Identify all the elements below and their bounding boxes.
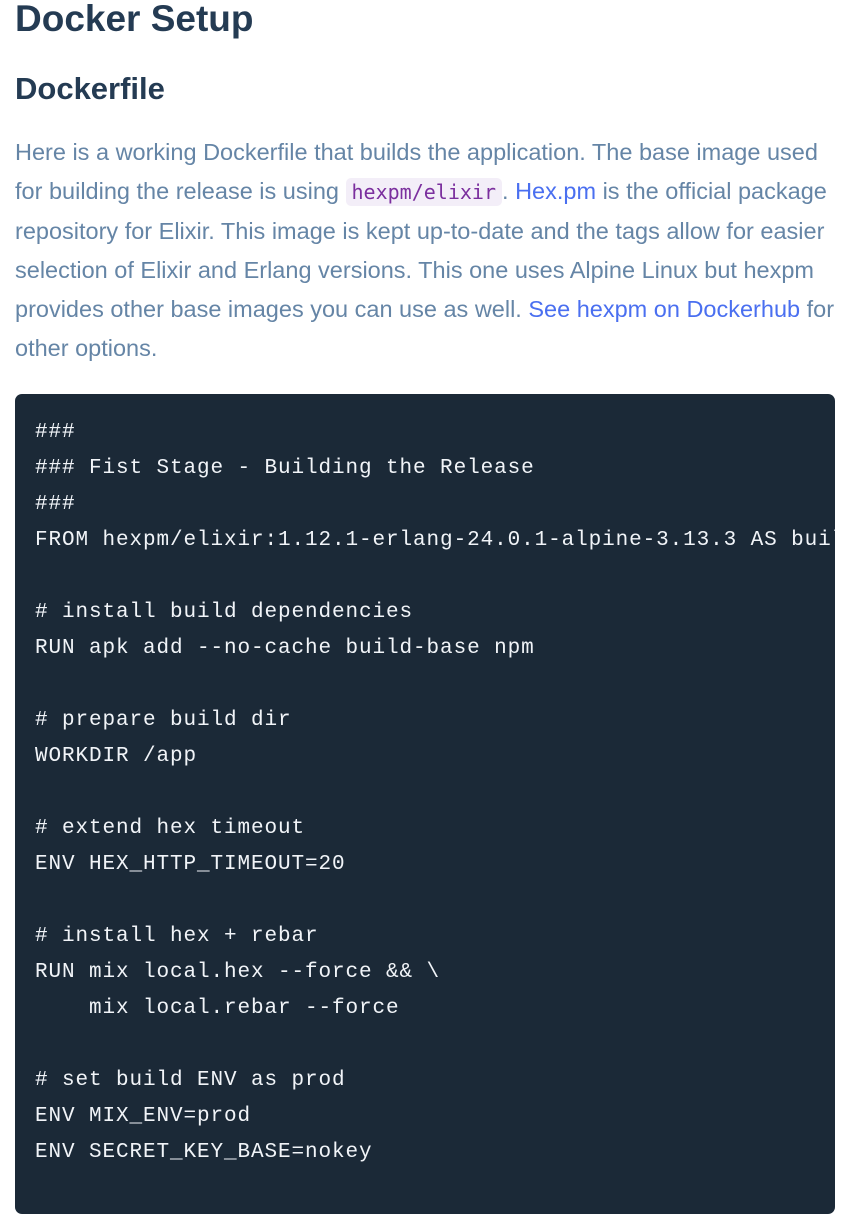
intro-text: is the official package repository for E… xyxy=(15,178,827,322)
intro-text: Here is a working Dockerfile that builds… xyxy=(15,139,818,204)
code-block: ### ### Fist Stage - Building the Releas… xyxy=(15,394,835,1214)
intro-text: . xyxy=(502,178,516,204)
intro-text: for other options. xyxy=(15,296,835,361)
intro-paragraph: Here is a working Dockerfile that builds… xyxy=(15,133,840,368)
hexpm-link[interactable]: Hex.pm xyxy=(515,178,597,204)
section-heading: Dockerfile xyxy=(15,71,165,106)
inline-code: hexpm/elixir xyxy=(345,178,503,206)
dockerhub-link[interactable]: See hexpm on Dockerhub xyxy=(528,296,801,322)
dockerfile-code: ### ### Fist Stage - Building the Releas… xyxy=(35,421,835,1164)
page-title: Docker Setup xyxy=(15,0,254,39)
